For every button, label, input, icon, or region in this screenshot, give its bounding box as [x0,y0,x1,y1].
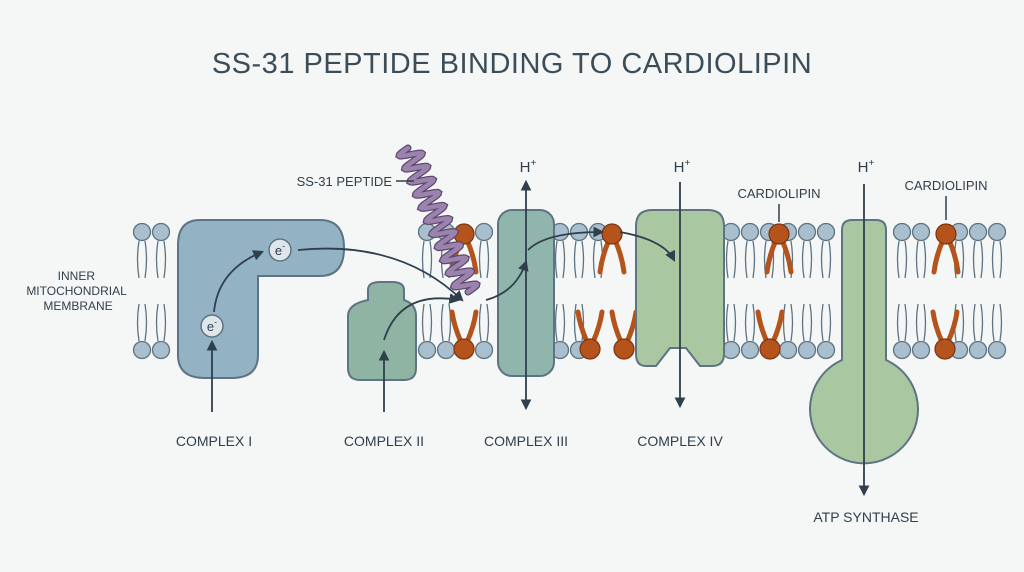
proton-label-c4: H+ [674,158,691,176]
phospholipid [417,303,437,360]
complex-ii-label: COMPLEX II [344,433,424,449]
phospholipid [721,303,741,360]
cardiolipin-molecule [449,309,479,360]
phospholipid [721,222,741,279]
phospholipid [911,303,931,360]
svg-text:e-: e- [275,241,285,258]
cardiolipin-molecule [930,309,960,360]
complex-ii-shape [347,281,417,381]
cardiolipin-molecule [597,223,627,275]
membrane-label: INNER MITOCHONDRIAL MEMBRANE [26,269,129,313]
cardiolipin-molecule [609,309,639,360]
electron-arrow-c3-to-c4 [527,226,605,251]
electron-arrow-c4-internal [619,231,675,262]
cardiolipin-molecule [931,223,961,275]
phospholipid [968,222,988,279]
phospholipid [987,303,1007,360]
phospholipid [474,222,494,279]
electron-icon: e- [268,238,292,262]
lipid-bilayer [132,222,1007,360]
phospholipid [151,303,171,360]
electron-icon: e- [200,314,224,338]
svg-text:e-: e- [207,317,217,334]
electron-arrow-c2-to-cardiolipin [383,293,461,341]
phospholipid [892,303,912,360]
ss31-peptide-helix [395,144,481,296]
proton-flow-arrows [206,179,870,497]
phospholipid [797,222,817,279]
phospholipid [474,303,494,360]
phospholipid [132,303,152,360]
proton-label-atp: H+ [858,158,875,176]
electron-arrow-c1-to-cardiolipin [297,247,464,302]
cardiolipin-molecule [755,309,785,360]
phospholipid [911,222,931,279]
phospholipid [987,222,1007,279]
phospholipid [740,303,760,360]
cardiolipin-label: CARDIOLIPIN [737,186,820,201]
phospholipid [816,303,836,360]
phospholipid [132,222,152,279]
complex-iv-label: COMPLEX IV [637,433,723,449]
phospholipid [816,222,836,279]
proton-label-c3: H+ [520,158,537,176]
phospholipid [550,303,570,360]
page-title: SS-31 PEPTIDE BINDING TO CARDIOLIPIN [212,48,812,80]
phospholipid [797,303,817,360]
complex-iii-label: COMPLEX III [484,433,568,449]
phospholipid [968,303,988,360]
atp-synthase-label: ATP SYNTHASE [813,509,918,525]
peptide-label: SS-31 PEPTIDE [297,174,393,189]
phospholipid [151,222,171,279]
cardiolipin-molecule [575,309,605,360]
phospholipid [740,222,760,279]
complex-i-label: COMPLEX I [176,433,252,449]
cardiolipin-molecule [764,223,794,275]
complex-i-shape [177,219,346,379]
phospholipid [892,222,912,279]
electron-arrow-c1-internal [213,250,264,313]
cardiolipin-label: CARDIOLIPIN [904,178,987,193]
